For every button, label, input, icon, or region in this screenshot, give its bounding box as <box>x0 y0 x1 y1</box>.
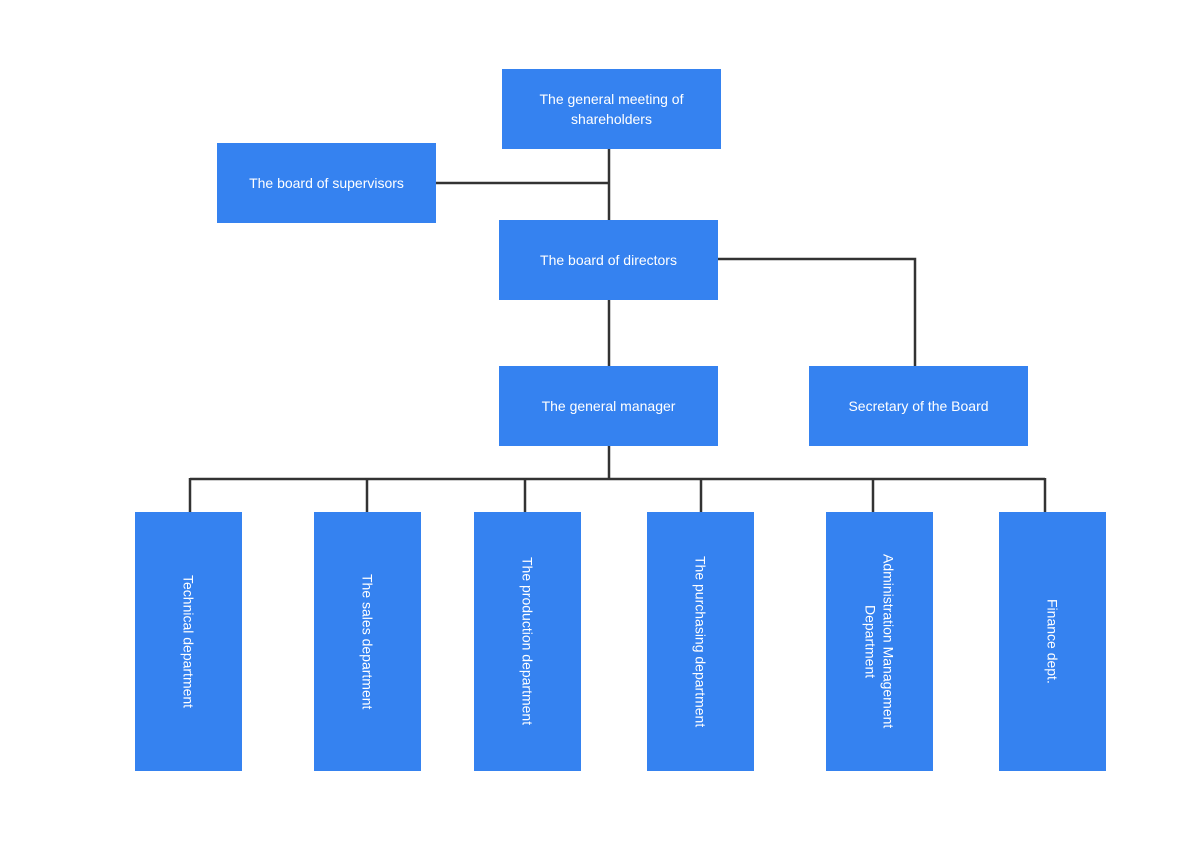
node-purchasing-department[interactable]: The purchasing department <box>647 512 754 771</box>
node-finance-department[interactable]: Finance dept. <box>999 512 1106 771</box>
node-supervisors[interactable]: The board of supervisors <box>217 143 436 223</box>
node-production-label: The production department <box>519 557 536 726</box>
node-technical-label: Technical department <box>180 574 197 709</box>
node-shareholders[interactable]: The general meeting of shareholders <box>502 69 721 149</box>
node-secretary[interactable]: Secretary of the Board <box>809 366 1028 446</box>
node-technical-department[interactable]: Technical department <box>135 512 242 771</box>
node-supervisors-label: The board of supervisors <box>249 175 404 191</box>
node-directors[interactable]: The board of directors <box>499 220 718 300</box>
node-shareholders-label: The general meeting of shareholders <box>539 91 684 127</box>
node-directors-label: The board of directors <box>540 252 677 268</box>
node-production-department[interactable]: The production department <box>474 512 581 771</box>
node-sales-department[interactable]: The sales department <box>314 512 421 771</box>
connector-directors-secretary <box>717 257 917 367</box>
node-sales-label: The sales department <box>359 573 376 710</box>
node-finance-label: Finance dept. <box>1044 599 1061 684</box>
node-general-manager-label: The general manager <box>541 398 676 414</box>
node-purchasing-label: The purchasing department <box>692 555 709 728</box>
node-administration-department[interactable]: Administration Management Department <box>826 512 933 771</box>
node-general-manager[interactable]: The general manager <box>499 366 718 446</box>
node-secretary-label: Secretary of the Board <box>848 398 989 414</box>
node-administration-label: Administration Management Department <box>862 554 897 729</box>
